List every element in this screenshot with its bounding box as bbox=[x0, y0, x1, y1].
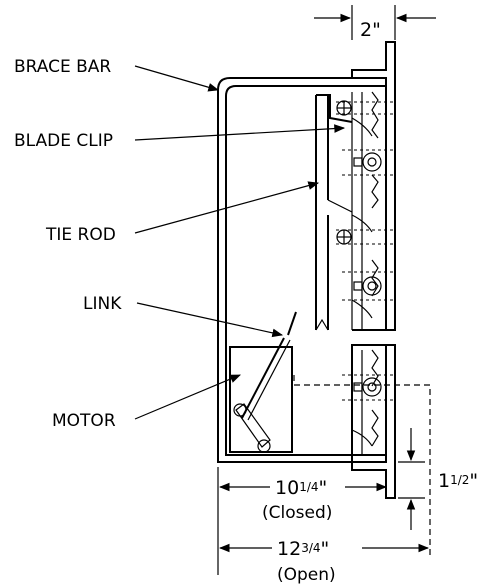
dim-closed-value: 101/4" bbox=[275, 477, 327, 499]
dim-open-note: (Open) bbox=[277, 565, 336, 585]
label-link: LINK bbox=[83, 294, 122, 314]
motor bbox=[229, 346, 293, 453]
damper-frame bbox=[351, 41, 396, 499]
link-bar bbox=[241, 311, 297, 421]
label-tie-rod: TIE ROD bbox=[45, 225, 116, 245]
leader-lines bbox=[134, 65, 346, 420]
open-outline bbox=[293, 375, 431, 555]
dim-closed-note: (Closed) bbox=[262, 503, 332, 523]
blade-stack bbox=[336, 91, 394, 455]
dim-side-value: 11/2" bbox=[438, 470, 478, 492]
label-blade-clip: BLADE CLIP bbox=[14, 131, 113, 151]
dim-open-value: 123/4" bbox=[277, 538, 329, 560]
blade-pivots bbox=[336, 100, 382, 397]
tie-rod bbox=[315, 94, 353, 331]
label-motor: MOTOR bbox=[52, 411, 116, 431]
label-brace-bar: BRACE BAR bbox=[14, 57, 111, 77]
dim-top-width: 2" bbox=[360, 19, 381, 41]
dimension-lines bbox=[217, 5, 436, 575]
